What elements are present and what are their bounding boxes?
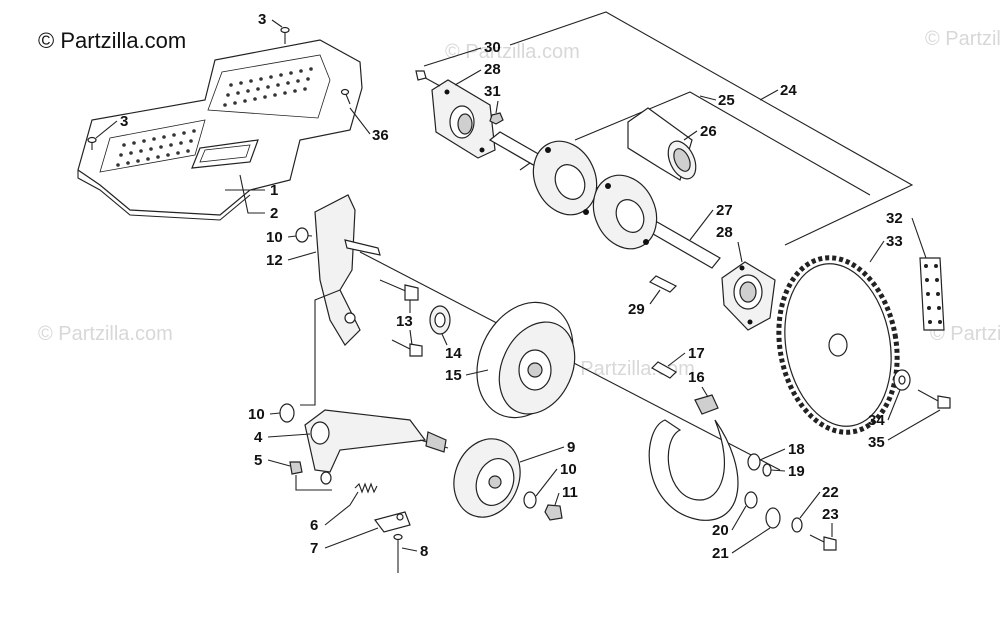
callout-6: 6 <box>310 517 318 534</box>
callout-10: 10 <box>248 406 265 423</box>
callout-25: 25 <box>718 92 735 109</box>
callout-36: 36 <box>372 127 389 144</box>
chain <box>919 257 945 331</box>
callout-35: 35 <box>868 434 885 451</box>
washer-icon <box>279 403 295 423</box>
brake-band <box>648 394 739 521</box>
washer-icon <box>762 463 772 477</box>
watermark-ghost: © Partzilla.com <box>925 28 1000 50</box>
callout-30: 30 <box>484 39 501 56</box>
key-icon <box>648 275 678 293</box>
nut-icon <box>289 461 303 475</box>
bearing-flange-right <box>721 261 776 331</box>
callout-24: 24 <box>780 82 797 99</box>
bolt-icon <box>917 389 951 409</box>
washer-icon <box>523 491 537 509</box>
callout-2: 2 <box>270 205 278 222</box>
bolt-icon <box>809 534 837 551</box>
watermark-primary: © Partzilla.com <box>38 28 186 53</box>
sprocket <box>776 255 900 435</box>
bearing-flange-left <box>431 79 496 159</box>
brake-bracket <box>314 194 381 346</box>
callout-12: 12 <box>266 252 283 269</box>
clutch-hub-1 <box>532 140 598 216</box>
callout-31: 31 <box>484 83 501 100</box>
sleeve <box>627 107 697 181</box>
callout-4: 4 <box>254 429 263 446</box>
spring-bracket <box>373 511 411 573</box>
callout-3: 3 <box>120 113 128 130</box>
pin-icon <box>651 361 677 379</box>
callout-22: 22 <box>822 484 839 501</box>
clutch-hub-2 <box>592 174 658 250</box>
bolt-icon <box>379 279 423 357</box>
callout-labels: 1 2 3 3 4 5 6 7 8 9 10 10 10 <box>95 11 941 562</box>
washer-icon <box>744 491 758 509</box>
screw-icon <box>87 136 97 150</box>
callout-26: 26 <box>700 123 717 140</box>
callout-3: 3 <box>258 11 266 28</box>
callout-23: 23 <box>822 506 839 523</box>
callout-28: 28 <box>716 224 733 241</box>
callout-1: 1 <box>270 182 278 199</box>
callout-18: 18 <box>788 441 805 458</box>
screw-icon <box>340 88 351 105</box>
spacer-icon <box>429 305 451 335</box>
callout-20: 20 <box>712 522 729 539</box>
spring-icon <box>354 482 378 494</box>
screw-icon <box>280 26 290 44</box>
callout-11: 11 <box>562 484 578 501</box>
idler-arm <box>304 409 449 485</box>
nut-icon <box>544 504 563 521</box>
callout-15: 15 <box>445 367 462 384</box>
callout-7: 7 <box>310 540 318 557</box>
watermark-ghost: © Partzilla.com <box>930 323 1000 345</box>
callout-13: 13 <box>396 313 413 330</box>
callout-27: 27 <box>716 202 733 219</box>
callout-21: 21 <box>712 545 729 562</box>
callout-5: 5 <box>254 452 262 469</box>
callout-19: 19 <box>788 463 805 480</box>
idler-pulley <box>453 438 521 518</box>
jackshaft-bracket-lines <box>509 11 914 246</box>
cover-plate-assembly <box>77 26 363 221</box>
callout-8: 8 <box>420 543 428 560</box>
callout-10: 10 <box>266 229 283 246</box>
callout-10: 10 <box>560 461 577 478</box>
callout-34: 34 <box>868 412 885 429</box>
watermark-ghost: © Partzilla.com <box>38 323 173 345</box>
washer-icon <box>747 453 761 471</box>
nut-icon <box>489 112 504 125</box>
callout-16: 16 <box>688 369 705 386</box>
callout-28: 28 <box>484 61 501 78</box>
bolt-icon <box>415 70 441 87</box>
washer-icon <box>893 369 911 391</box>
washer-icon <box>791 517 803 533</box>
callout-29: 29 <box>628 301 645 318</box>
callout-14: 14 <box>445 345 462 362</box>
callout-9: 9 <box>567 439 575 456</box>
brake-drum <box>476 301 576 419</box>
watermark-ghost: © Partzilla.com <box>445 41 580 63</box>
washer-icon <box>765 507 781 529</box>
callout-32: 32 <box>886 210 903 227</box>
callout-33: 33 <box>886 233 903 250</box>
callout-17: 17 <box>688 345 705 362</box>
